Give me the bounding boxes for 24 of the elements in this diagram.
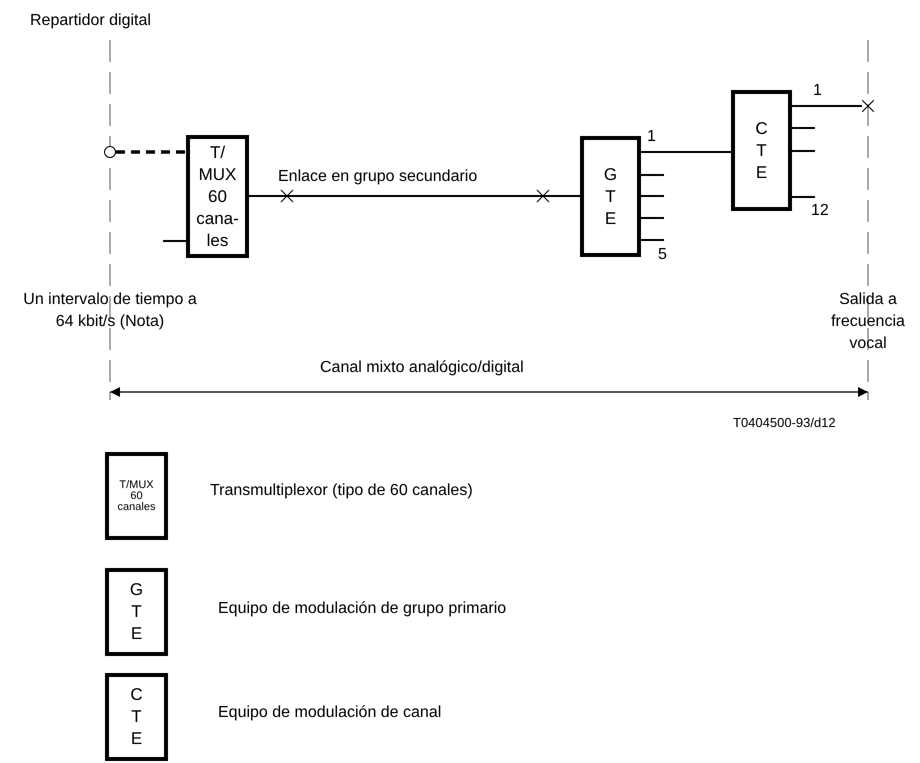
connector-line: [249, 195, 580, 197]
equipment-box: G T E: [580, 136, 641, 257]
legend-description: Equipo de modulación de canal: [218, 703, 442, 723]
legend-symbol-box: C T E: [105, 673, 168, 761]
legend-description: Equipo de modulación de grupo primario: [218, 599, 506, 619]
port-number: 5: [658, 245, 667, 265]
connector-line: [116, 150, 186, 154]
legend-description: Transmultiplexor (tipo de 60 canales): [210, 481, 473, 501]
port-number: 1: [647, 127, 656, 147]
equipment-box: C T E: [731, 90, 792, 211]
connector-line: [641, 151, 731, 153]
heading-label: Repartidor digital: [30, 11, 151, 31]
dimension-label: Canal mixto analógico/digital: [320, 358, 524, 378]
legend-symbol-box: T/MUX 60 canales: [105, 452, 168, 540]
output-label: Salida a frecuencia vocal: [830, 290, 906, 354]
legend-symbol-box: G T E: [105, 568, 168, 656]
figure-code: T0404500-93/d12: [733, 414, 836, 432]
equipment-box: T/ MUX 60 cana- les: [186, 135, 249, 258]
port-number: 12: [811, 201, 829, 221]
connector-line: [792, 105, 862, 107]
note-label: Un intervalo de tiempo a 64 kbit/s (Nota): [22, 290, 198, 332]
port-number: 1: [813, 81, 822, 101]
cross-mark: [862, 100, 874, 112]
terminal-circle: [104, 146, 116, 158]
